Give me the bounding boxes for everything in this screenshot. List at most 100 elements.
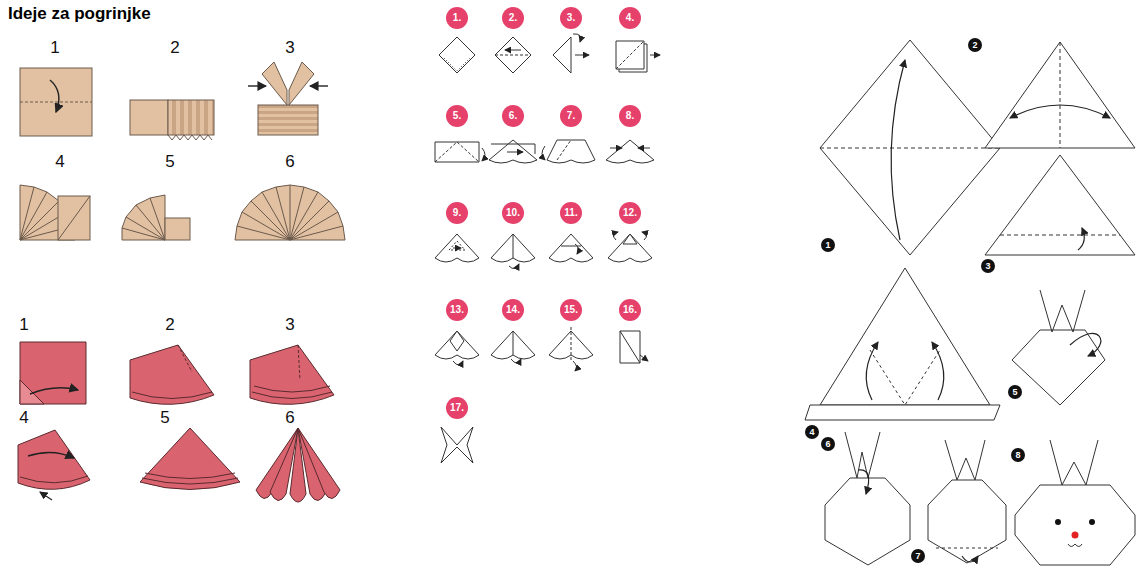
step-number: 3 xyxy=(285,315,294,335)
callout-number: 4. xyxy=(619,7,641,29)
fan-napkin-steps-part xyxy=(237,185,343,240)
bow-napkin-steps-part xyxy=(435,142,479,162)
flower-napkin-steps-part xyxy=(40,492,52,500)
flower-napkin-steps-part xyxy=(142,473,238,484)
fan-napkin-steps-part xyxy=(20,102,92,103)
bow-napkin-steps-part xyxy=(489,140,537,163)
callout-number: 5 xyxy=(1008,385,1022,399)
callout-number: 4 xyxy=(805,425,819,439)
bow-napkin-steps-part xyxy=(491,234,535,269)
bow-napkin-steps-part xyxy=(571,327,572,361)
rabbit-napkin-steps-part xyxy=(805,405,1000,420)
callout-number: 17. xyxy=(446,397,468,419)
bow-napkin-steps-part xyxy=(491,234,535,262)
callout-number: 3 xyxy=(981,259,995,273)
step-number: 5 xyxy=(160,408,169,428)
rabbit-napkin-steps-part xyxy=(845,432,880,478)
flower-napkin-steps xyxy=(18,342,340,502)
flower-napkin-steps-part xyxy=(298,345,300,380)
fan-napkin-steps xyxy=(20,62,345,240)
bow-napkin-steps-part xyxy=(620,331,648,363)
rabbit-napkin-steps-part xyxy=(932,342,944,400)
step-number: 1 xyxy=(19,315,28,335)
bow-napkin-steps-part xyxy=(450,331,464,351)
fan-napkin-steps-part xyxy=(235,185,345,240)
fan-napkin-steps-part xyxy=(122,195,165,240)
bow-napkin-steps-part xyxy=(513,234,514,258)
rabbit-napkin-steps-part xyxy=(1070,333,1101,356)
bow-napkin-steps-part xyxy=(623,234,637,244)
bow-napkin-steps-part xyxy=(640,355,648,361)
bow-napkin-steps-part xyxy=(449,241,465,250)
rabbit-napkin-steps-part xyxy=(1068,544,1082,547)
bow-napkin-steps-part xyxy=(608,232,652,262)
fan-napkin-steps-part xyxy=(168,135,212,140)
callout-number: 10. xyxy=(502,202,524,224)
fan-napkin-steps-part xyxy=(20,68,92,136)
bow-napkin-steps-part xyxy=(613,232,618,240)
bow-napkin-steps-part xyxy=(616,41,644,69)
bow-napkin-steps-part xyxy=(553,34,589,73)
callout-number: 1 xyxy=(821,238,835,252)
bow-napkin-steps-part xyxy=(509,264,519,269)
rabbit-napkin-steps-part xyxy=(1012,330,1105,405)
bow-napkin-steps-part xyxy=(620,331,640,363)
bow-napkin-steps-part xyxy=(511,359,521,363)
callout-number: 15. xyxy=(560,299,582,321)
bow-napkin-steps-part xyxy=(439,37,475,73)
fan-napkin-steps-part xyxy=(130,100,168,135)
step-number: 2 xyxy=(170,38,179,58)
bow-napkin-steps-part xyxy=(441,427,473,463)
bow-napkin-steps-part xyxy=(453,361,463,365)
rabbit-napkin-steps-part xyxy=(1078,228,1084,250)
bow-napkin-steps-part xyxy=(549,234,593,262)
flower-napkin-steps-part xyxy=(250,345,334,404)
bow-napkin-steps-part xyxy=(505,50,521,51)
callout-number: 3. xyxy=(560,7,582,29)
bow-napkin-steps-part xyxy=(453,248,461,249)
rabbit-napkin-steps-part xyxy=(820,268,990,405)
flower-napkin-steps-part xyxy=(140,428,240,490)
fan-napkin-steps-part xyxy=(122,198,165,240)
rabbit-napkin-steps-part xyxy=(1055,519,1061,525)
bow-napkin-steps-part xyxy=(435,331,479,359)
callout-number: 7 xyxy=(911,549,925,563)
rabbit-napkin-steps xyxy=(805,40,1135,565)
bow-napkin-steps xyxy=(435,34,660,463)
callout-number: 9. xyxy=(446,202,468,224)
fan-napkin-steps-part xyxy=(258,105,318,135)
bow-napkin-steps-part xyxy=(444,58,470,71)
step-number: 4 xyxy=(19,408,28,428)
fan-napkin-steps-part xyxy=(262,62,287,105)
flower-napkin-steps-part xyxy=(28,452,74,458)
fan-napkin-steps-part xyxy=(58,196,90,240)
step-number: 6 xyxy=(285,152,294,172)
rabbit-napkin-steps-part xyxy=(1015,485,1135,565)
fan-napkin-steps-part xyxy=(248,85,266,86)
flower-napkin-steps-part xyxy=(30,388,78,394)
bow-napkin-steps-part xyxy=(495,55,531,56)
bow-napkin-steps-part xyxy=(542,146,545,160)
callout-number: 5. xyxy=(446,105,468,127)
rabbit-napkin-steps-part xyxy=(1010,105,1110,118)
bow-napkin-steps-part xyxy=(553,37,571,73)
bow-napkin-steps-part xyxy=(439,37,475,73)
bow-napkin-steps-part xyxy=(435,234,479,262)
page-title: Ideje za pogrinjke xyxy=(8,4,151,24)
bow-napkin-steps-part xyxy=(638,148,650,149)
callout-number: 8. xyxy=(619,105,641,127)
bow-napkin-steps-part xyxy=(495,37,531,73)
flower-napkin-steps-part xyxy=(252,386,332,399)
rabbit-napkin-steps-part xyxy=(962,556,978,562)
callout-number: 8 xyxy=(1011,448,1025,462)
bow-napkin-steps-part xyxy=(542,140,595,163)
bow-napkin-steps-part xyxy=(507,152,523,153)
step-number: 4 xyxy=(55,152,64,172)
bow-napkin-steps-part xyxy=(491,331,535,359)
bow-napkin-steps-part xyxy=(547,140,595,163)
bow-napkin-steps-part xyxy=(491,144,535,154)
flower-napkin-steps-part xyxy=(20,342,86,404)
rabbit-napkin-steps-part xyxy=(928,480,1006,563)
callout-number: 1. xyxy=(446,7,468,29)
bow-napkin-steps-part xyxy=(650,55,660,56)
